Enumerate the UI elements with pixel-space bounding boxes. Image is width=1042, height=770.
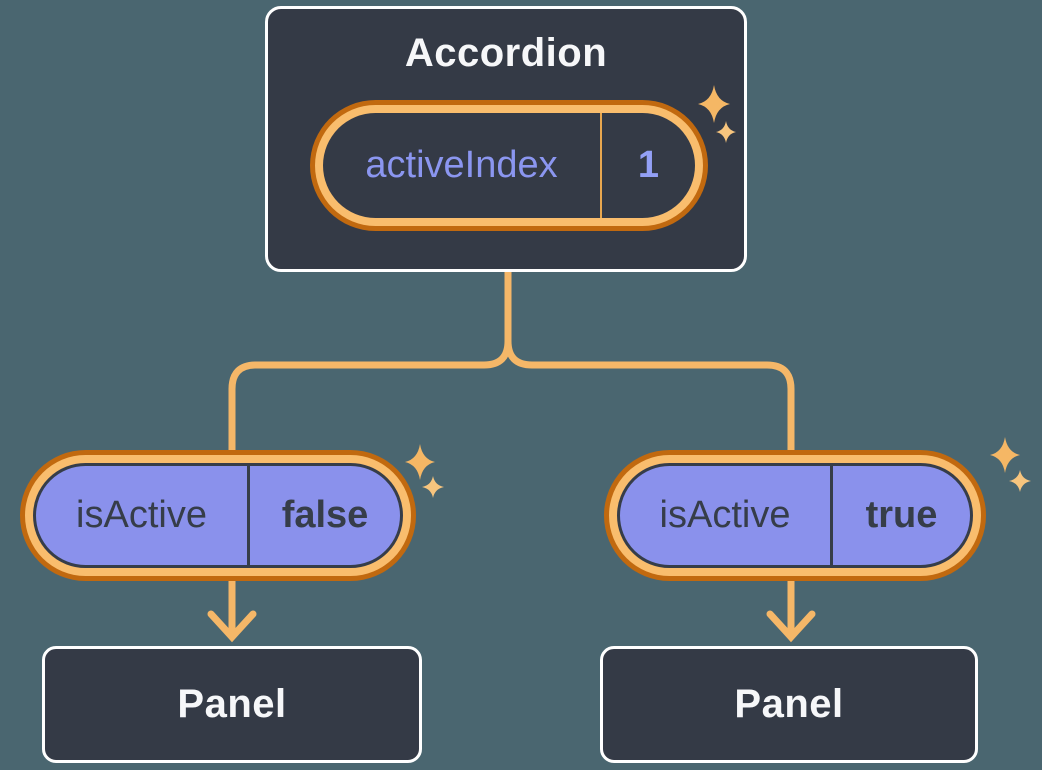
connector-branch-right [504, 272, 795, 633]
panel-title: Panel [734, 682, 844, 726]
sparkle-icon [1009, 470, 1031, 492]
pill-divider [247, 466, 250, 565]
connector-branch-left [228, 272, 512, 633]
panel-node-left: Panel [42, 646, 422, 763]
state-name: activeIndex [365, 144, 558, 186]
sparkle-icon [405, 444, 435, 480]
pill-divider [600, 113, 602, 218]
state-value: 1 [637, 144, 660, 186]
accordion-title: Accordion [404, 31, 608, 75]
prop-name: isActive [659, 494, 791, 536]
sparkle-icon [990, 437, 1020, 473]
prop-pill-right: isActive true [617, 463, 973, 568]
prop-pill-left: isActive false [33, 463, 403, 568]
sparkle-icon [422, 476, 444, 498]
state-pill: activeIndex 1 [323, 113, 695, 218]
prop-value: false [281, 494, 369, 536]
arrow-down-icon [207, 610, 257, 643]
prop-name: isActive [76, 494, 207, 536]
panel-node-right: Panel [600, 646, 978, 763]
arrow-down-icon [766, 610, 816, 643]
prop-value: true [865, 494, 938, 536]
pill-divider [830, 466, 833, 565]
panel-title: Panel [177, 682, 287, 726]
